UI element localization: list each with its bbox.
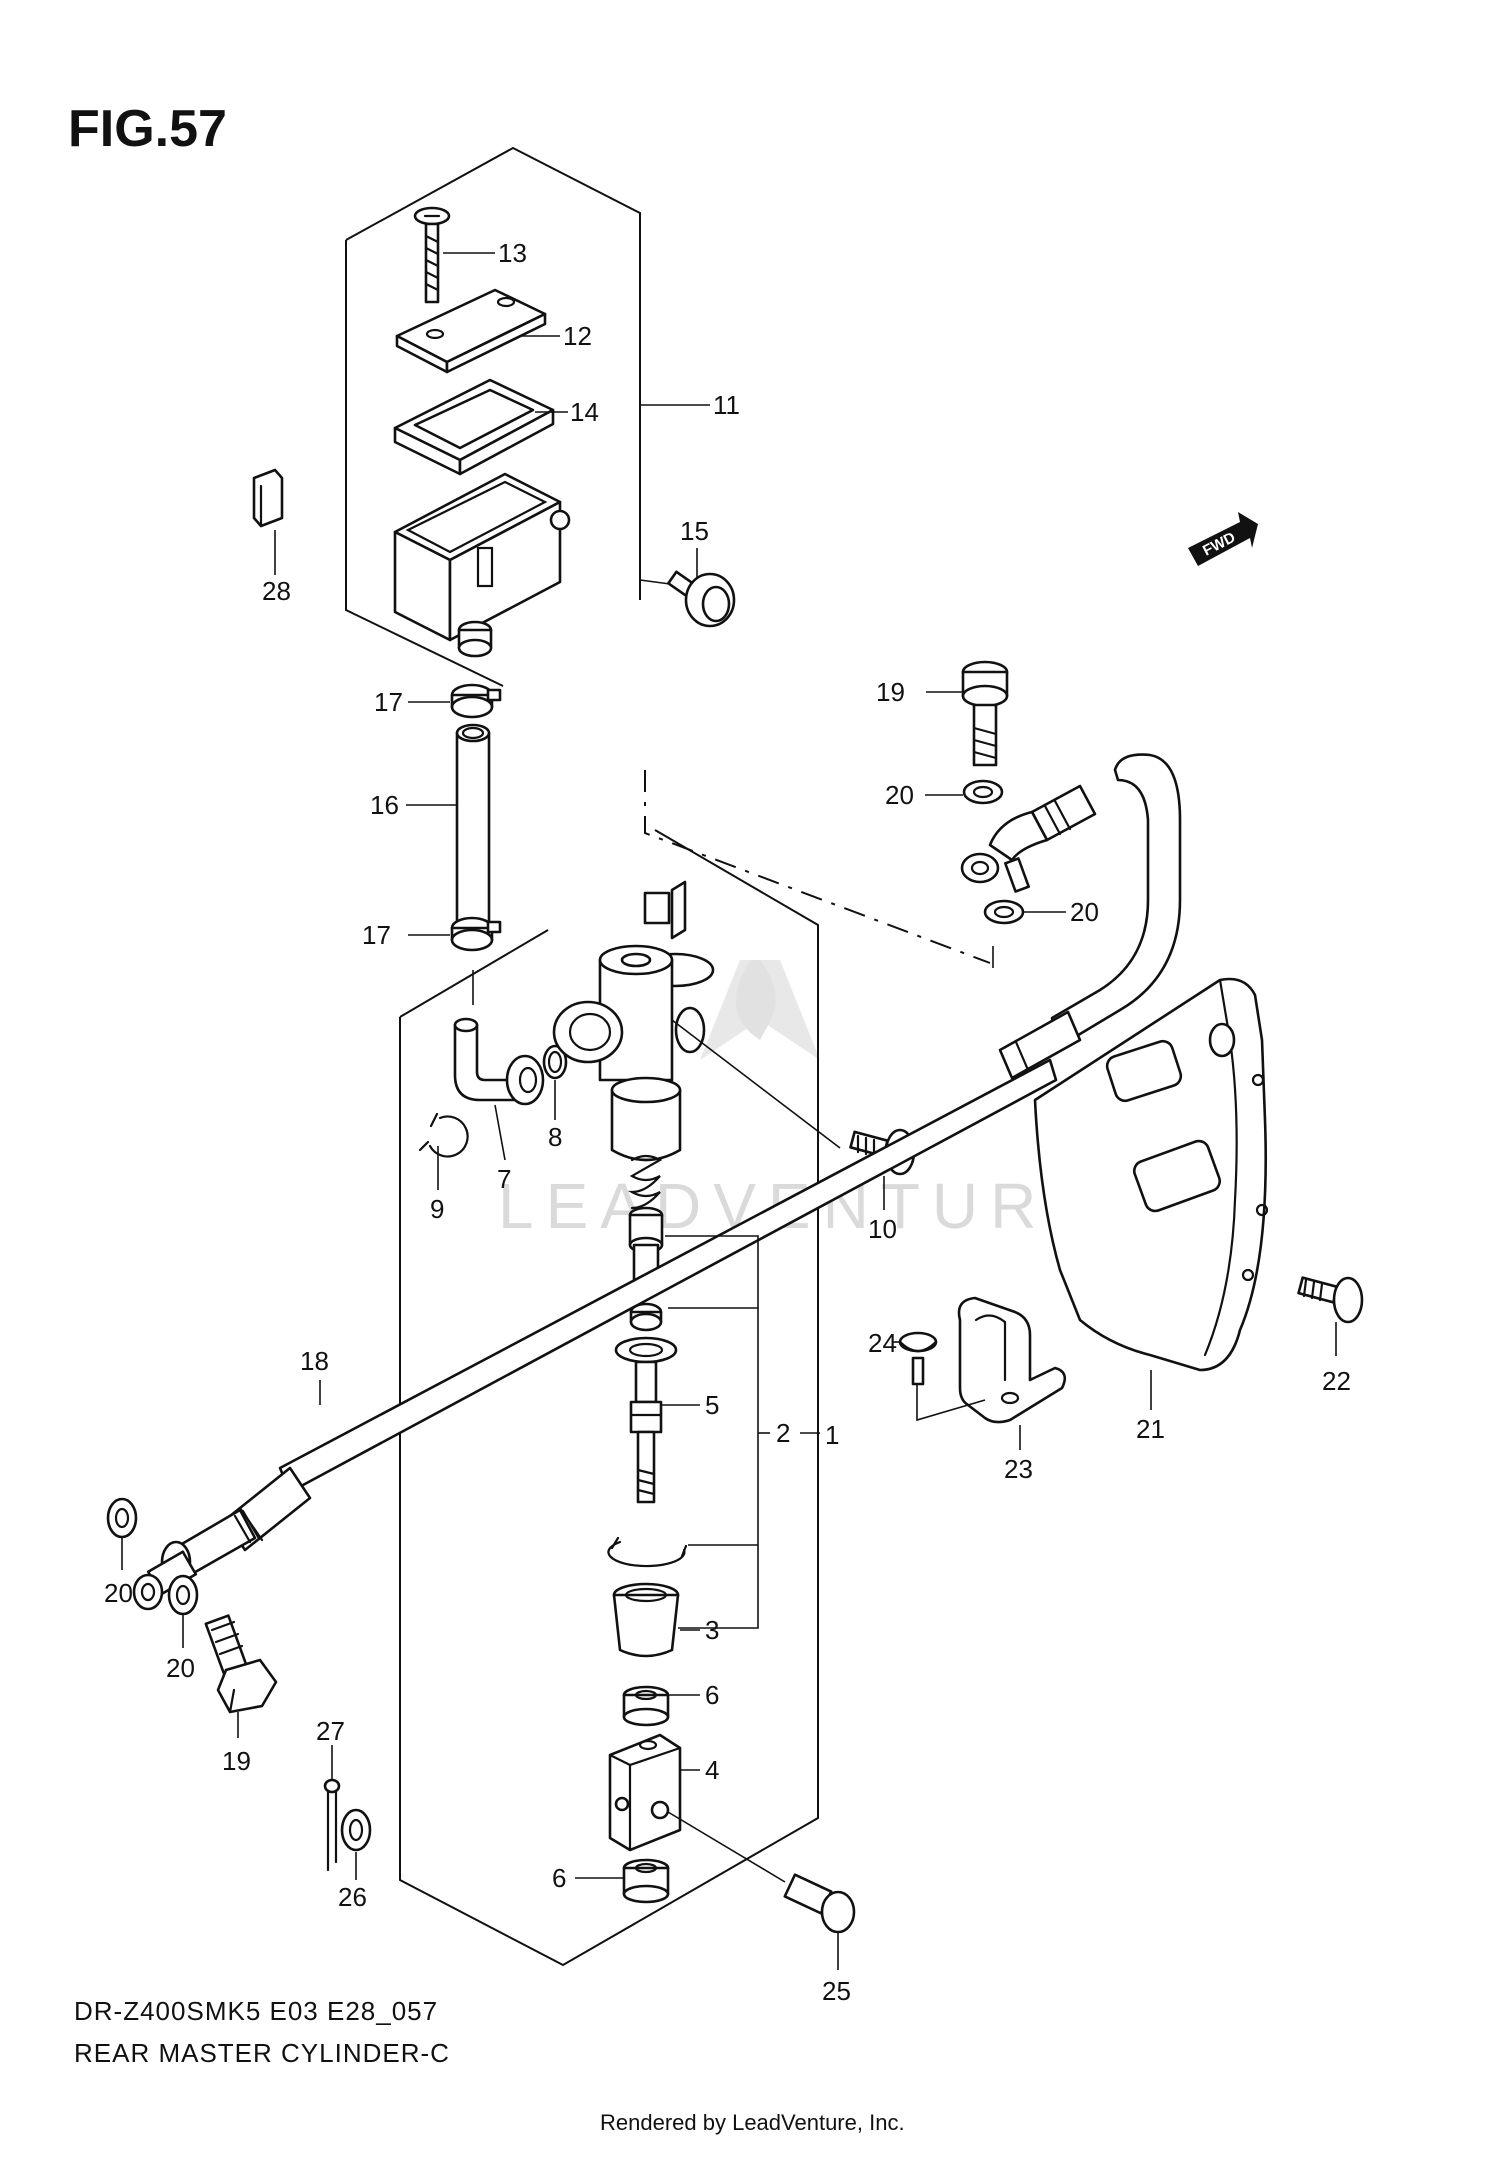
callout-16: 16	[370, 790, 399, 820]
part-18-brake-hose	[132, 753, 1182, 1611]
part-7-union	[453, 970, 545, 1106]
reference-line	[644, 770, 991, 964]
part-9-circlip	[428, 1115, 469, 1158]
diagram-name: REAR MASTER CYLINDER-C	[74, 2038, 450, 2068]
part-20-washer-upper-b	[983, 899, 1025, 925]
part-26-washer	[340, 1808, 372, 1852]
callout-23: 23	[1004, 1454, 1033, 1484]
callout-13: 13	[498, 238, 527, 268]
callout-20-upper-a: 20	[885, 780, 914, 810]
part-22-screw	[1297, 1276, 1364, 1324]
part-21-heel-guard	[1033, 977, 1269, 1372]
callout-4: 4	[705, 1755, 719, 1785]
callout-27: 27	[316, 1716, 345, 1746]
part-28-label	[252, 468, 284, 528]
part-15-bolt	[639, 570, 736, 628]
callout-9: 9	[430, 1194, 444, 1224]
callout-12: 12	[563, 321, 592, 351]
part-14-diaphragm	[393, 378, 555, 476]
part-12-cover	[395, 288, 547, 374]
part-17-clamp-bottom	[450, 916, 502, 952]
part-27-cotter-pin	[323, 1778, 341, 1872]
part-3-boot	[612, 1582, 680, 1658]
callout-numbers: 13 12 14 11 15 28 17 16 17 7 8 9 10 18 5…	[104, 238, 1351, 2006]
callout-11: 11	[713, 390, 740, 420]
part-19-bolt-lower	[204, 1614, 278, 1714]
callout-1: 1	[825, 1420, 839, 1450]
part-13-screw	[413, 206, 451, 304]
callout-17-bottom: 17	[362, 920, 391, 950]
callout-20-lower-b: 20	[166, 1653, 195, 1683]
master-cylinder-body	[552, 880, 841, 1162]
part-19-bolt-upper	[961, 660, 1009, 767]
reservoir-box	[345, 146, 641, 687]
callout-6-upper: 6	[705, 1680, 719, 1710]
callout-20-upper-b: 20	[1070, 897, 1099, 927]
callout-5: 5	[705, 1390, 719, 1420]
part-20-washer-lower-a	[106, 1497, 138, 1539]
callout-2: 2	[776, 1418, 790, 1448]
callout-21: 21	[1136, 1414, 1165, 1444]
callout-20-lower-a: 20	[104, 1578, 133, 1608]
model-code: DR-Z400SMK5 E03 E28_057	[74, 1996, 438, 2026]
part-17-clamp-top	[450, 683, 502, 719]
part-16-hose	[455, 723, 491, 945]
part-4-clevis	[608, 1733, 786, 1883]
fwd-direction-icon: FWD	[1188, 512, 1258, 566]
callout-28: 28	[262, 576, 291, 606]
callout-17-top: 17	[374, 687, 403, 717]
callout-18: 18	[300, 1346, 329, 1376]
callout-15: 15	[680, 516, 709, 546]
hose-upper-fitting	[960, 784, 1097, 893]
callout-3: 3	[705, 1615, 719, 1645]
part-20-washer-upper-a	[962, 779, 1004, 805]
leader-lines	[121, 252, 1337, 1970]
part-24-screw	[898, 1331, 938, 1386]
leadventure-watermark: LEADVENTURE	[498, 960, 1091, 1242]
callout-14: 14	[570, 397, 599, 427]
callout-19-lower: 19	[222, 1746, 251, 1776]
master-cylinder-box	[399, 829, 819, 1967]
callout-8: 8	[548, 1122, 562, 1152]
render-credit: Rendered by LeadVenture, Inc.	[600, 2110, 905, 2135]
callout-26: 26	[338, 1882, 367, 1912]
callout-25: 25	[822, 1976, 851, 2006]
part-6-nut-lower	[622, 1858, 670, 1904]
callout-24: 24	[868, 1328, 897, 1358]
part-20-washer-lower-b	[167, 1574, 199, 1616]
callout-7: 7	[497, 1164, 511, 1194]
part-25-pin	[783, 1873, 856, 1934]
callout-6-lower: 6	[552, 1863, 566, 1893]
callout-22: 22	[1322, 1366, 1351, 1396]
reservoir-body	[393, 472, 571, 658]
part-6-nut-upper	[622, 1685, 670, 1727]
figure-title: FIG.57	[68, 100, 227, 158]
callout-19-upper: 19	[876, 677, 905, 707]
callout-10: 10	[868, 1214, 897, 1244]
part-2-circlip	[607, 1540, 686, 1568]
part-8-o-ring	[542, 1044, 568, 1080]
part-23-bracket	[916, 1296, 1067, 1424]
